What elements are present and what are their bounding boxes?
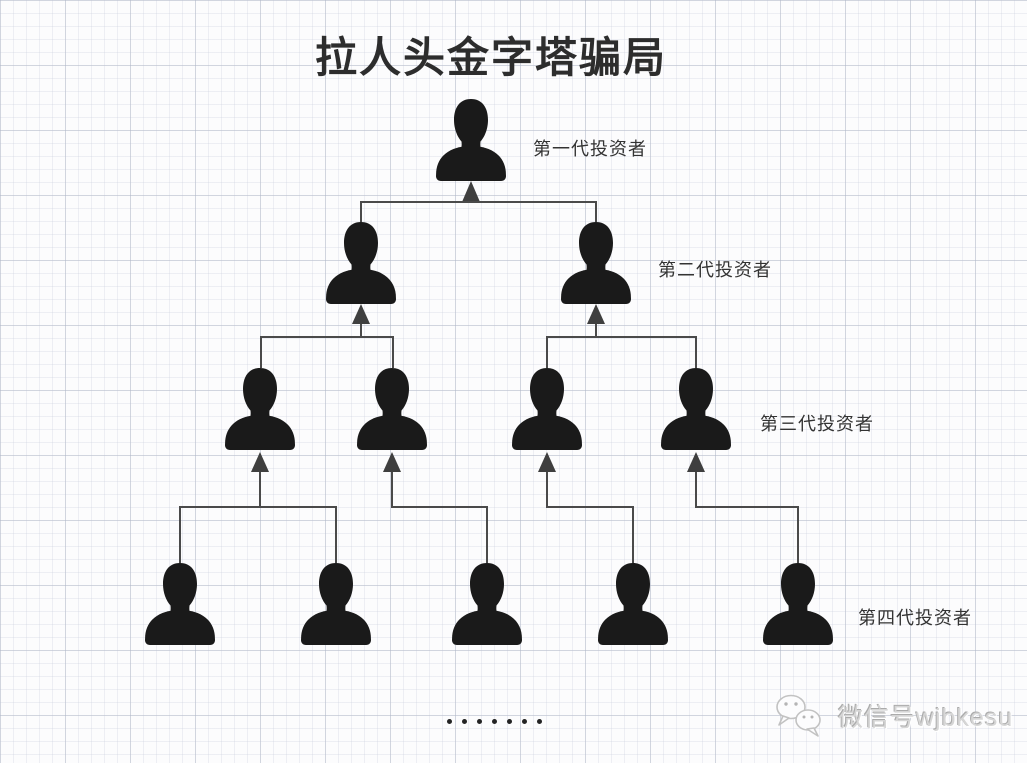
level-3-label: 第三代投资者 bbox=[760, 414, 874, 434]
connector-line bbox=[391, 472, 488, 563]
person-icon bbox=[225, 368, 295, 450]
person-icon bbox=[763, 563, 833, 645]
person-icon bbox=[561, 222, 631, 304]
dot bbox=[522, 719, 527, 724]
person-icon bbox=[357, 368, 427, 450]
watermark-text: 微信号wjbkesu bbox=[838, 704, 1014, 732]
arrow-up-icon bbox=[251, 452, 269, 472]
connector-line bbox=[179, 506, 337, 563]
person-icons bbox=[145, 99, 833, 645]
dot bbox=[537, 719, 542, 724]
connection-l3-to-l2-right bbox=[546, 304, 697, 368]
person-icon bbox=[661, 368, 731, 450]
person-icon bbox=[326, 222, 396, 304]
continuation-dots bbox=[447, 719, 542, 724]
dot bbox=[462, 719, 467, 724]
person-icon bbox=[512, 368, 582, 450]
arrow-up-icon bbox=[687, 452, 705, 472]
person-icon bbox=[301, 563, 371, 645]
dot bbox=[477, 719, 482, 724]
connection-l4-to-l3-p3 bbox=[538, 452, 634, 563]
dot bbox=[447, 719, 452, 724]
connector-line bbox=[360, 201, 597, 222]
connection-l4-to-l3-p1 bbox=[179, 452, 337, 563]
arrow-up-icon bbox=[587, 304, 605, 324]
level-1-label: 第一代投资者 bbox=[533, 139, 647, 159]
connector-line bbox=[260, 336, 394, 368]
watermark: 微信号wjbkesu bbox=[774, 692, 1013, 740]
arrow-up-icon bbox=[352, 304, 370, 324]
person-icon bbox=[145, 563, 215, 645]
level-4-label: 第四代投资者 bbox=[858, 608, 972, 628]
dot bbox=[507, 719, 512, 724]
wechat-icon bbox=[776, 694, 821, 737]
connection-l2-to-l1 bbox=[360, 181, 597, 222]
connector-line bbox=[546, 336, 697, 368]
connector-line bbox=[695, 472, 799, 563]
level-2-label: 第二代投资者 bbox=[658, 260, 772, 280]
arrow-up-icon bbox=[538, 452, 556, 472]
connection-l4-to-l3-p2 bbox=[383, 452, 488, 563]
page-title: 拉人头金字塔骗局 bbox=[314, 34, 668, 81]
connector-line bbox=[546, 472, 634, 563]
arrow-up-icon bbox=[383, 452, 401, 472]
connection-l3-to-l2-left bbox=[260, 304, 394, 368]
person-icon bbox=[436, 99, 506, 181]
dot bbox=[492, 719, 497, 724]
person-icon bbox=[598, 563, 668, 645]
arrow-up-icon bbox=[462, 181, 480, 202]
person-icon bbox=[452, 563, 522, 645]
connection-l4-to-l3-p4 bbox=[687, 452, 799, 563]
